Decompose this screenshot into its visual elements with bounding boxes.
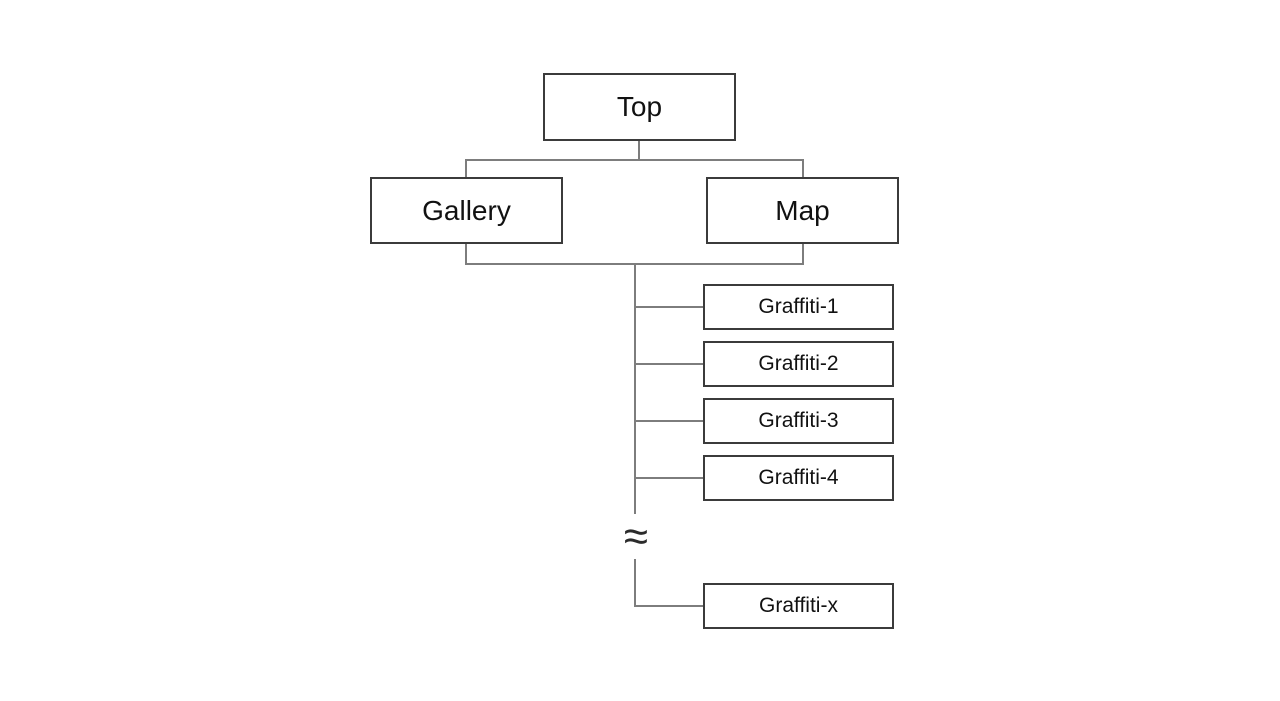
node-graffiti-2: Graffiti-2: [703, 341, 894, 387]
connector-branch-graffiti-3: [634, 420, 704, 422]
connector-branch-graffiti-2: [634, 363, 704, 365]
node-graffiti-4: Graffiti-4: [703, 455, 894, 501]
node-graffiti-x: Graffiti-x: [703, 583, 894, 629]
node-graffiti-1: Graffiti-1: [703, 284, 894, 330]
connector-branch-graffiti-1: [634, 306, 704, 308]
connector-level1-horizontal: [465, 159, 804, 161]
node-gallery: Gallery: [370, 177, 563, 244]
connector-trunk-upper: [634, 263, 636, 514]
connector-branch-graffiti-x: [634, 605, 704, 607]
connector-trunk-lower: [634, 559, 636, 607]
node-top: Top: [543, 73, 736, 141]
node-graffiti-3: Graffiti-3: [703, 398, 894, 444]
connector-top-stub: [638, 141, 640, 161]
break-symbol: ≈: [610, 515, 662, 559]
connector-branch-graffiti-4: [634, 477, 704, 479]
node-map: Map: [706, 177, 899, 244]
